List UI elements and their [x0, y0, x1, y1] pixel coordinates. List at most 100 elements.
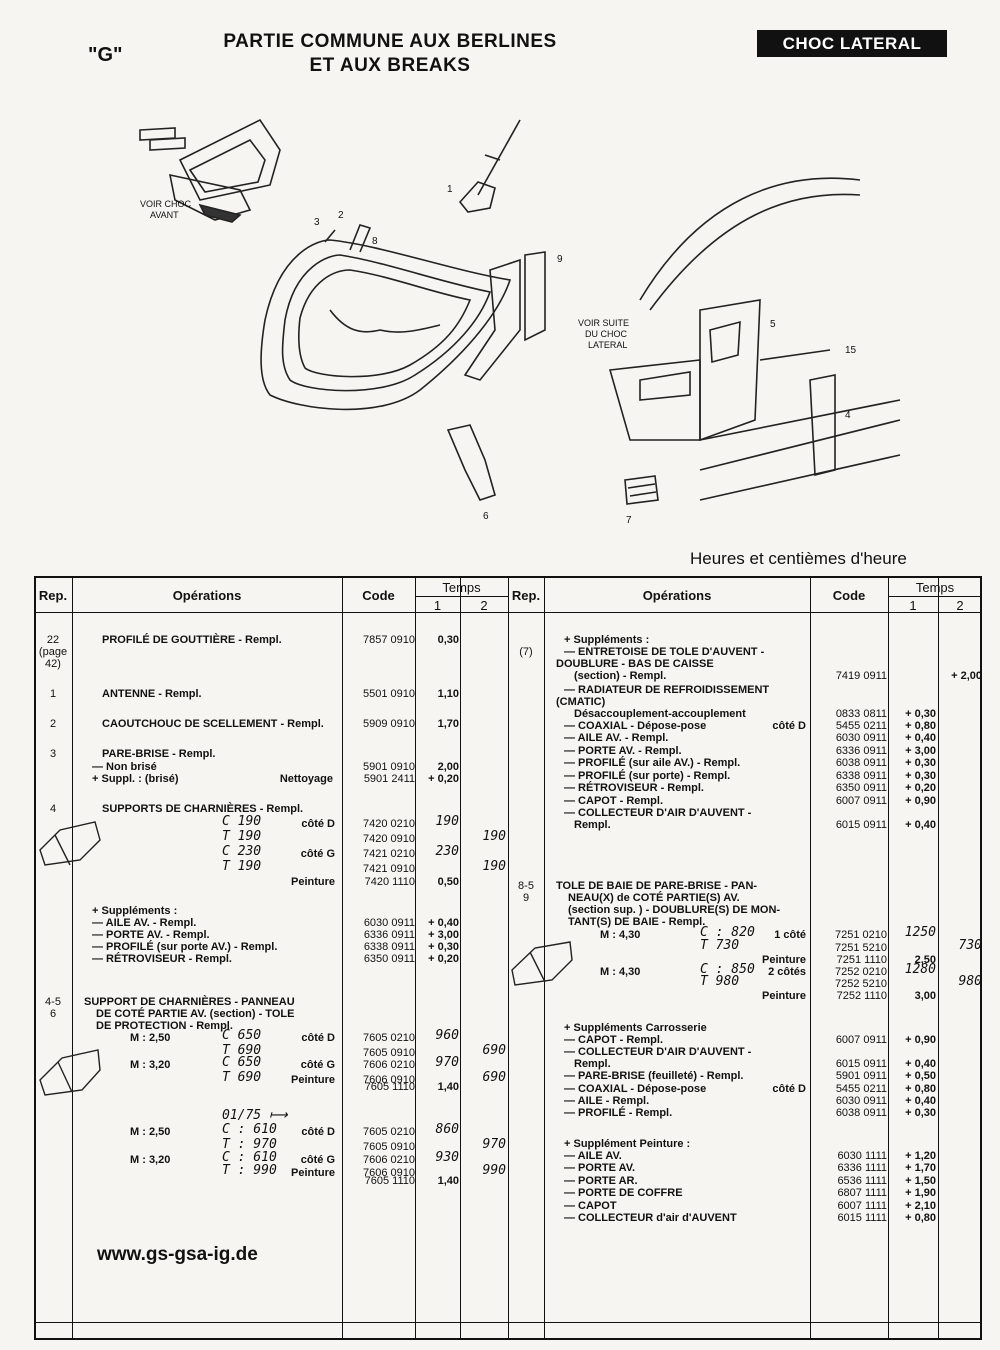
row-code: 6536 1111	[837, 1175, 887, 1187]
row-code: 7420 0210	[363, 818, 415, 830]
label-voir-suite-1: VOIR SUITE	[578, 318, 629, 328]
row-operation: CAOUTCHOUC DE SCELLEMENT - Rempl.	[102, 718, 324, 730]
row-code: 6030 1111	[837, 1150, 887, 1162]
row-time-1: 3,00	[914, 990, 936, 1002]
row-operation: + Suppléments :	[92, 905, 178, 917]
row-time-2: 190	[482, 859, 506, 874]
row-time-1: + 1,50	[905, 1175, 936, 1187]
row-time-1: 1280	[904, 962, 936, 977]
row-operation: — COLLECTEUR D'AIR D'AUVENT -	[564, 807, 752, 819]
section-badge: CHOC LATERAL	[757, 30, 947, 57]
row-m-value: M : 4,30	[600, 966, 641, 978]
row-operation: — AILE - Rempl.	[564, 1095, 650, 1107]
row-m-value: M : 2,50	[130, 1126, 171, 1138]
row-code: 6807 1111	[837, 1187, 887, 1199]
row-time-1: + 1,20	[905, 1150, 936, 1162]
row-code: 5455 0211	[835, 1083, 887, 1095]
row-code: 7251 1110	[836, 954, 887, 966]
row-rep: 4	[49, 803, 57, 815]
units-note: Heures et centièmes d'heure	[690, 549, 907, 568]
row-code: 7606 0210	[363, 1154, 415, 1166]
row-code: 5455 0211	[835, 720, 887, 732]
row-handwritten: C 190	[222, 814, 262, 829]
row-side: côté G	[300, 1154, 335, 1166]
row-time-1: + 0,30	[905, 708, 936, 720]
header-temps-right: Temps	[915, 580, 955, 595]
row-code: 5901 0911	[835, 1070, 887, 1082]
row-time-1: 230	[435, 844, 459, 859]
row-time-1: + 0,90	[905, 1034, 936, 1046]
page-title: PARTIE COMMUNE AUX BERLINES ET AUX BREAK…	[150, 30, 630, 78]
row-handwritten: T : 970	[222, 1137, 277, 1152]
header-rep-right: Rep.	[511, 588, 541, 603]
row-code: 6336 1111	[837, 1162, 887, 1174]
header-temps1-right: 1	[909, 598, 917, 613]
row-time-1: 2,50	[914, 954, 936, 966]
row-time-1: 1,40	[437, 1081, 459, 1093]
row-time-1: 930	[435, 1150, 459, 1165]
col-line	[938, 576, 939, 1340]
row-rep: 22	[46, 634, 60, 646]
row-rep: 6	[49, 1008, 57, 1020]
header-operations-left: Opérations	[172, 588, 242, 603]
row-operation: — AILE AV. - Rempl.	[92, 917, 197, 929]
row-time-2: 730	[958, 938, 982, 953]
row-time-1: 1,40	[437, 1175, 459, 1187]
row-rep: 3	[49, 748, 57, 760]
row-code: 5901 2411	[363, 773, 415, 785]
row-operation: SUPPORTS DE CHARNIÈRES - Rempl.	[102, 803, 304, 815]
header-temps-left: Temps	[442, 580, 481, 595]
row-time-2: + 2,00	[951, 670, 982, 682]
col-line	[544, 576, 545, 1340]
row-time-1: + 0,90	[905, 795, 936, 807]
row-time-1: + 0,20	[428, 953, 459, 965]
row-code: 6007 1111	[837, 1200, 887, 1212]
row-code: 6030 0911	[835, 1095, 887, 1107]
row-time-1: + 3,00	[428, 929, 459, 941]
website-link[interactable]: www.gs-gsa-ig.de	[97, 1244, 258, 1265]
row-operation: + Suppléments Carrosserie	[564, 1022, 707, 1034]
row-operation: + Suppléments :	[564, 634, 650, 646]
temps-split	[888, 596, 982, 597]
row-operation: — CAPOT	[564, 1200, 617, 1212]
row-time-1: + 0,40	[905, 1058, 936, 1070]
row-operation: — RÉTROVISEUR - Rempl.	[564, 782, 704, 794]
row-time-1: + 0,40	[428, 917, 459, 929]
title-line-2: ET AUX BREAKS	[309, 55, 471, 76]
header-temps1-left: 1	[433, 598, 442, 613]
row-time-1: + 0,80	[905, 1212, 936, 1224]
row-side: côté D	[301, 1126, 335, 1138]
row-time-1: + 2,10	[905, 1200, 936, 1212]
row-code: 6007 0911	[835, 1034, 887, 1046]
row-side: côté G	[300, 1059, 335, 1071]
col-line	[415, 576, 416, 1340]
row-code: 7251 5210	[835, 942, 887, 954]
row-operation: Désaccouplement-accouplement	[574, 708, 746, 720]
col-line	[508, 576, 509, 1340]
row-operation: — RÉTROVISEUR - Rempl.	[92, 953, 232, 965]
row-handwritten: C : 610	[222, 1122, 277, 1137]
row-operation: — PORTE AV.	[564, 1162, 636, 1174]
row-note: Nettoyage	[279, 773, 333, 785]
row-code: 6338 0911	[363, 941, 415, 953]
header-operations-right: Opérations	[642, 588, 712, 603]
row-operation: — Non brisé	[92, 761, 157, 773]
row-code: 5909 0910	[363, 718, 415, 730]
row-code: 6007 0911	[835, 795, 887, 807]
row-code: 6038 0911	[835, 757, 887, 769]
callout-7: 7	[626, 515, 632, 526]
callout-8: 8	[372, 236, 378, 247]
row-code: 7605 1110	[364, 1081, 415, 1093]
row-time-1: 0,50	[437, 876, 459, 888]
row-time-1: + 0,30	[428, 941, 459, 953]
col-line	[72, 576, 73, 1340]
row-operation: — PORTE AV. - Rempl.	[564, 745, 682, 757]
row-code: 5501 0910	[363, 688, 415, 700]
row-code: 6030 0911	[835, 732, 887, 744]
row-operation: — AILE AV. - Rempl.	[564, 732, 669, 744]
row-time-1: 1,70	[437, 718, 459, 730]
row-rep: 1	[49, 688, 57, 700]
header-code-right: Code	[832, 588, 866, 603]
row-code: 6015 0911	[835, 1058, 887, 1070]
row-operation: PARE-BRISE - Rempl.	[102, 748, 216, 760]
